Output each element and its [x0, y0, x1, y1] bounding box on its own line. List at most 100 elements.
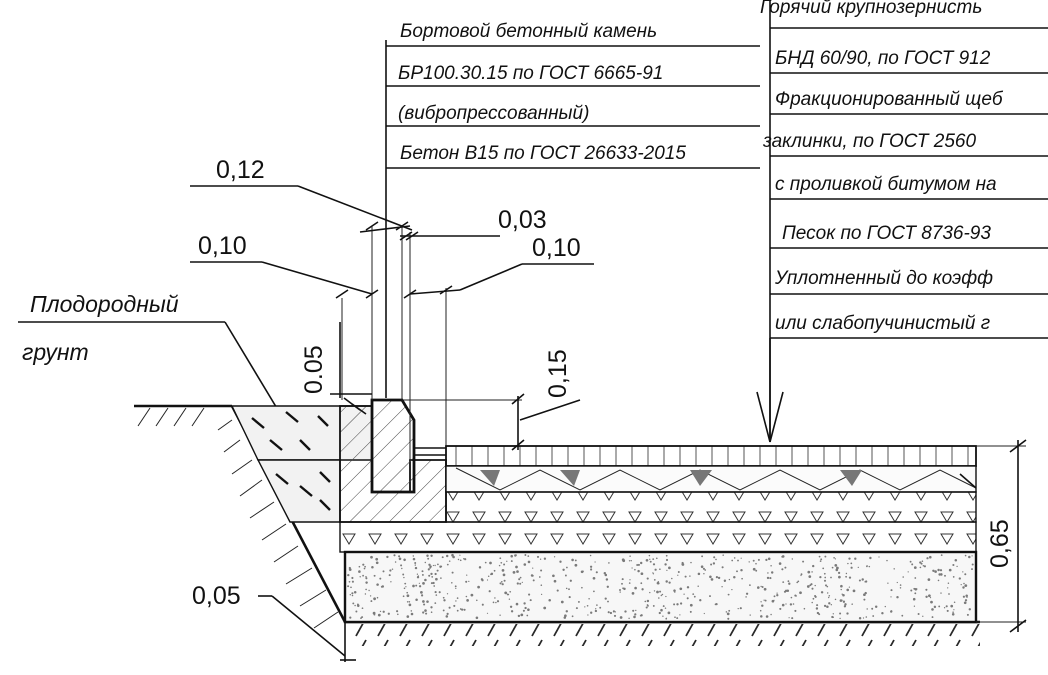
sand-dot [788, 582, 791, 585]
sand-dot [752, 567, 756, 571]
sand-dot [878, 556, 880, 558]
sand-dot [752, 559, 755, 562]
sand-dot [350, 586, 352, 589]
sand-dot [907, 571, 909, 573]
curb-stone [370, 398, 446, 494]
sand-dot [665, 580, 668, 583]
sand-dot [845, 575, 848, 578]
sand-dot [657, 582, 660, 585]
sand-dot [629, 579, 631, 581]
sand-dot [565, 587, 568, 590]
sand-dot [710, 563, 713, 566]
sand-dot [403, 587, 406, 590]
sand-dot [445, 554, 449, 558]
sand-dot [604, 573, 608, 577]
sand-dot [946, 609, 949, 612]
sand-dot [652, 558, 655, 560]
sand-dot [633, 615, 636, 619]
sand-dot [358, 565, 361, 568]
sand-dot [405, 586, 407, 588]
sand-dot [868, 565, 871, 568]
sand-dot [847, 562, 849, 565]
sand-dot [452, 555, 455, 559]
sand-dot [819, 560, 822, 562]
sand-dot [634, 613, 637, 616]
sand-dot [890, 589, 893, 592]
sand-dot [372, 611, 376, 615]
sand-dot [800, 573, 803, 576]
sand-dot [459, 559, 462, 562]
sand-dot [519, 576, 522, 579]
sand-dot [796, 581, 799, 584]
sand-dot [434, 602, 437, 604]
sand-dot [724, 580, 726, 582]
sand-dot [721, 586, 723, 588]
sand-dot [956, 565, 958, 568]
sand-dot [470, 593, 474, 597]
sand-dot [824, 555, 827, 558]
sand-dot [808, 575, 812, 578]
sand-dot [674, 616, 676, 619]
sand-dot [945, 605, 948, 608]
sand-dot [857, 566, 859, 569]
sand-dot [349, 594, 351, 596]
sand-dot [564, 614, 567, 618]
sand-dot [700, 565, 704, 568]
sand-dot [433, 585, 436, 587]
sand-dot [540, 584, 543, 586]
sand-dot [673, 589, 676, 592]
sand-dot [416, 573, 419, 575]
sand-dot [522, 609, 525, 612]
sand-dots [347, 553, 974, 620]
sand-dot [828, 594, 831, 597]
sand-dot [800, 574, 802, 577]
sand-dot [787, 580, 790, 583]
sand-dot [406, 594, 410, 598]
sand-dot [552, 574, 555, 578]
sand-dot [510, 610, 514, 613]
sand-dot [760, 615, 763, 618]
sand-dot [613, 614, 617, 617]
sand-dot [776, 592, 778, 594]
sand-dot [677, 571, 680, 573]
sand-dot [951, 613, 955, 616]
sand-dot [429, 566, 432, 569]
sand-dot [958, 577, 961, 580]
sand-dot [824, 576, 827, 579]
sand-dot [574, 559, 577, 562]
sand-dot [965, 594, 968, 597]
sand-dot [767, 572, 769, 574]
layer-label-8: или слабопучинистый г [775, 313, 990, 334]
sand-dot [646, 604, 649, 606]
sand-dot [370, 600, 373, 603]
sand-dot [971, 555, 973, 557]
sand-dot [741, 577, 743, 580]
sand-dot [403, 558, 406, 562]
sand-dot [657, 597, 660, 599]
sand-dot [760, 585, 762, 588]
sand-dot [919, 566, 922, 569]
sand-dot [934, 570, 937, 573]
sand-dot [445, 615, 449, 618]
sand-dot [540, 593, 543, 596]
sand-dot [901, 614, 904, 617]
sand-dot [773, 595, 776, 598]
sand-dot [506, 560, 508, 562]
sand-dot [382, 570, 385, 573]
sand-dot [704, 569, 707, 571]
sand-dot [393, 554, 396, 557]
sand-dot [594, 609, 598, 613]
sand-dot [812, 597, 815, 600]
dim-005-top: 0.05 [300, 345, 328, 394]
sand-dot [725, 611, 728, 613]
sand-dot [358, 570, 361, 573]
sand-dot [789, 603, 793, 606]
sand-dot [500, 580, 503, 583]
sand-dot [938, 573, 941, 576]
sand-dot [920, 562, 923, 565]
sand-dot [689, 575, 691, 577]
sand-dot [431, 576, 434, 578]
sand-dot [498, 564, 501, 567]
sand-dot [379, 610, 382, 613]
sand-dot [655, 557, 658, 560]
